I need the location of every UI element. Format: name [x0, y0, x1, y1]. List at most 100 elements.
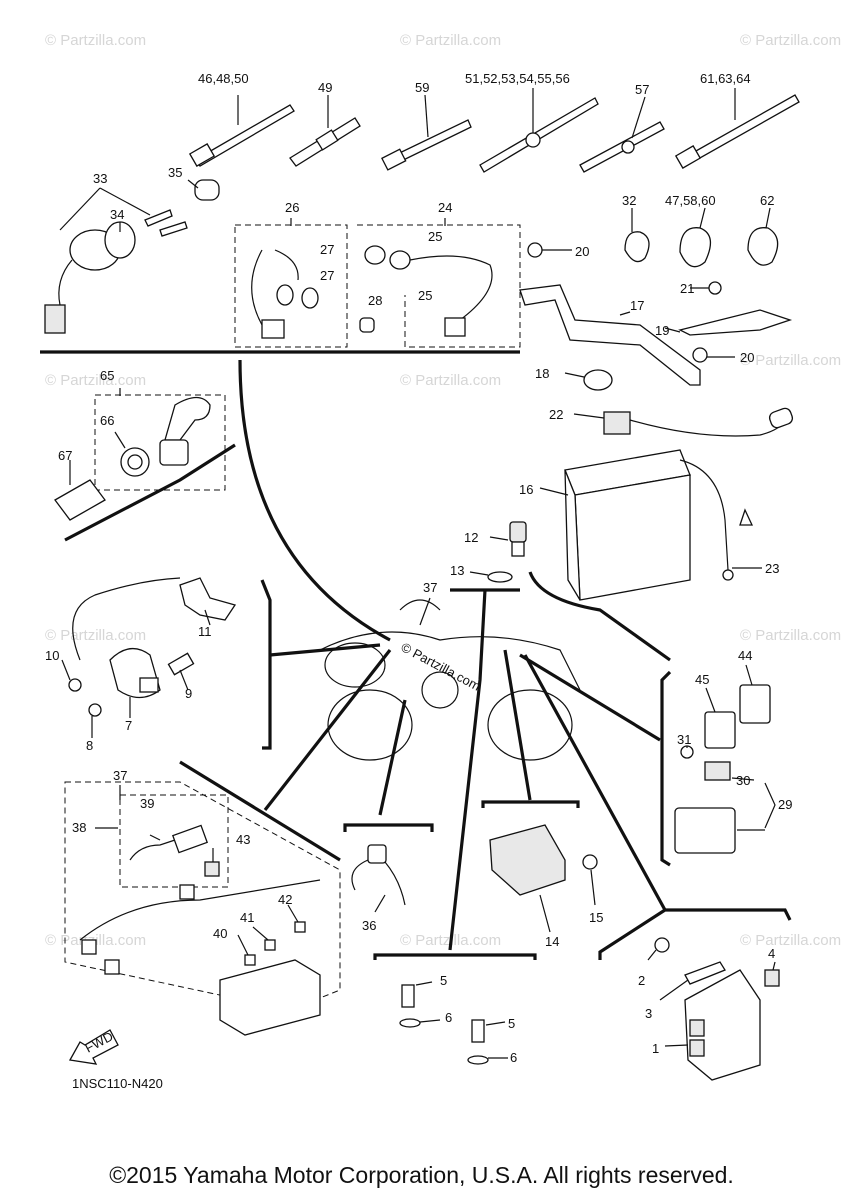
callout-21: 21 [680, 281, 694, 296]
group-24-box [357, 224, 521, 348]
callout-61-63-64: 61,63,64 [700, 71, 751, 86]
callout-27b: 27 [320, 268, 334, 283]
watermark: © Partzilla.com [740, 352, 841, 369]
callout-37b: 37 [113, 768, 127, 783]
callout-9: 9 [185, 686, 192, 701]
watermark: © Partzilla.com [45, 32, 146, 49]
callout-20b: 20 [740, 350, 754, 365]
callout-35: 35 [168, 165, 182, 180]
center-watermark: © Partzilla.com [399, 639, 483, 693]
watermark: © Partzilla.com [740, 627, 841, 644]
watermark: © Partzilla.com [45, 372, 146, 389]
group-bar-battery [528, 571, 671, 662]
callout-2: 2 [638, 973, 645, 988]
callout-31: 31 [677, 732, 691, 747]
callout-16: 16 [519, 482, 533, 497]
cdi-unit [647, 937, 780, 1081]
bolts-5-6 [399, 981, 508, 1065]
callout-27a: 27 [320, 242, 334, 257]
callout-34: 34 [110, 207, 124, 222]
callout-62: 62 [760, 193, 774, 208]
main-switch-group [44, 179, 220, 334]
battery-bracket [519, 242, 793, 391]
callout-44: 44 [738, 648, 752, 663]
battery [539, 407, 794, 601]
callout-41: 41 [240, 910, 254, 925]
callout-12: 12 [464, 530, 478, 545]
callout-24: 24 [438, 200, 452, 215]
callout-13: 13 [450, 563, 464, 578]
callout-5a: 5 [440, 973, 447, 988]
neutral-switch [469, 521, 527, 583]
callout-30: 30 [736, 773, 750, 788]
group-bar-65 [64, 443, 236, 542]
group-bar-5 [373, 953, 537, 960]
callout-23: 23 [765, 561, 779, 576]
rectifier [489, 824, 598, 933]
callout-33: 33 [93, 171, 107, 186]
callout-10: 10 [45, 648, 59, 663]
atv-leaders [238, 359, 667, 951]
group-bar-14 [481, 800, 580, 808]
group-bar-36 [343, 823, 434, 832]
group-bar-relay [660, 670, 672, 867]
watermark: © Partzilla.com [740, 932, 841, 949]
callout-47-58-60: 47,58,60 [665, 193, 716, 208]
group-bar-37 [179, 760, 341, 862]
callout-15: 15 [589, 910, 603, 925]
callout-51-56: 51,52,53,54,55,56 [465, 71, 570, 86]
watermark: © Partzilla.com [400, 32, 501, 49]
dc-socket-group [54, 388, 211, 521]
callout-3: 3 [645, 1006, 652, 1021]
callout-32: 32 [622, 193, 636, 208]
callout-40: 40 [213, 926, 227, 941]
callout-6a: 6 [445, 1010, 452, 1025]
group-bar-cdi [598, 908, 792, 960]
callout-22: 22 [549, 407, 563, 422]
callout-17: 17 [630, 298, 644, 313]
callout-25a: 25 [428, 229, 442, 244]
callout-45: 45 [695, 672, 709, 687]
group-38-box [119, 794, 229, 888]
diagram-code: 1NSC110-N420 [72, 1076, 163, 1091]
clamps [624, 207, 779, 268]
watermark: © Partzilla.com [740, 32, 841, 49]
watermark: © Partzilla.com [400, 372, 501, 389]
callout-66: 66 [100, 413, 114, 428]
callout-8: 8 [86, 738, 93, 753]
cable-ties-row [188, 88, 800, 173]
throttle-sensor [351, 844, 406, 913]
callout-65: 65 [100, 368, 114, 383]
wire-harness [79, 785, 321, 1036]
callout-38: 38 [72, 820, 86, 835]
callout-4: 4 [768, 946, 775, 961]
watermark: © Partzilla.com [45, 627, 146, 644]
callout-20a: 20 [575, 244, 589, 259]
callout-67: 67 [58, 448, 72, 463]
callout-25b: 25 [418, 288, 432, 303]
callout-6b: 6 [510, 1050, 517, 1065]
callout-39: 39 [140, 796, 154, 811]
callout-19: 19 [655, 323, 669, 338]
callout-37a: 37 [423, 580, 437, 595]
callout-36: 36 [362, 918, 376, 933]
fwd-arrow-icon: FWD [68, 1029, 119, 1065]
ignition-coil-group [61, 577, 237, 738]
callout-49: 49 [318, 80, 332, 95]
sub-lead-26 [251, 218, 319, 339]
callout-5b: 5 [508, 1016, 515, 1031]
callout-59: 59 [415, 80, 429, 95]
callout-11: 11 [198, 624, 212, 639]
callout-1: 1 [652, 1041, 659, 1056]
callout-46-48-50: 46,48,50 [198, 71, 249, 86]
copyright-notice: ©2015 Yamaha Motor Corporation, U.S.A. A… [109, 1162, 734, 1188]
callout-28: 28 [368, 293, 382, 308]
callout-29: 29 [778, 797, 792, 812]
sub-lead-24 [359, 218, 493, 337]
group-37-box [64, 781, 341, 1011]
callout-7: 7 [125, 718, 132, 733]
callout-42: 42 [278, 892, 292, 907]
callout-26: 26 [285, 200, 299, 215]
callout-18: 18 [535, 366, 549, 381]
